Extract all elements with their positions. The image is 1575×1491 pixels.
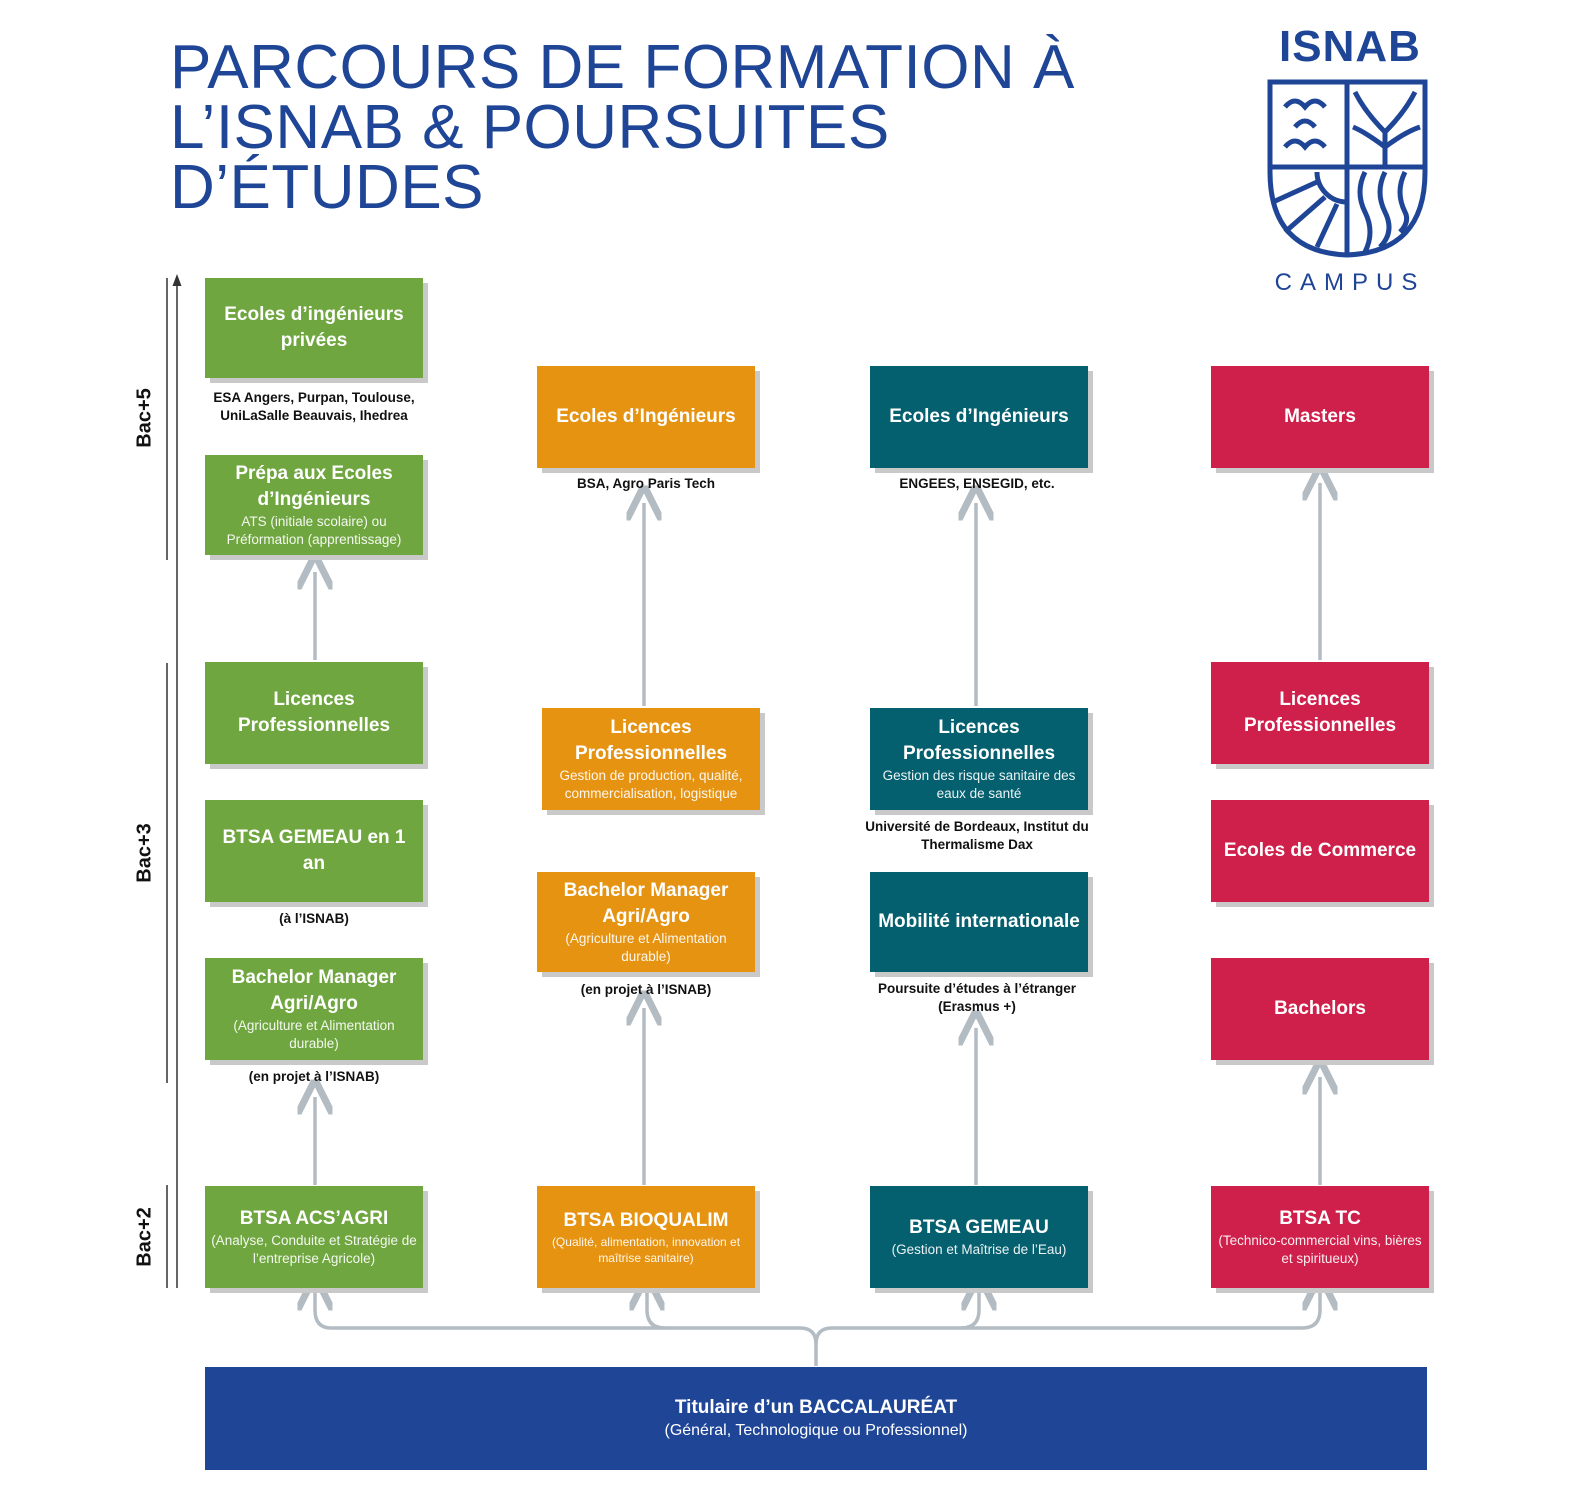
box-btsa-gemeau-1an: BTSA GEMEAU en 1 an xyxy=(205,800,423,902)
isnab-logo: ISNAB CAMPUS xyxy=(1255,22,1445,297)
box-licences-pro-4: Licences Professionnelles xyxy=(1211,662,1429,764)
box-ecoles-de-commerce: Ecoles de Commerce xyxy=(1211,800,1429,902)
axis-label-bac2: Bac+2 xyxy=(133,1207,156,1267)
caption: (en projet à l’ISNAB) xyxy=(248,1069,380,1084)
shield-icon xyxy=(1267,79,1428,258)
box-btsa-tc: BTSA TC(Technico-commercial vins, bières… xyxy=(1211,1186,1429,1288)
box-licences-pro-1: Licences Professionnelles xyxy=(205,662,423,764)
caption: Poursuite d’études à l’étranger (Erasmus… xyxy=(877,981,1077,1014)
box-bachelor-2: Bachelor Manager Agri/Agro(Agriculture e… xyxy=(537,872,755,972)
box-ecoles-ingenieurs-2: Ecoles d’Ingénieurs xyxy=(537,366,755,468)
box-ecoles-ingenieurs-privees: Ecoles d’ingénieurs privées xyxy=(205,278,423,378)
arrow xyxy=(814,1293,979,1345)
box-masters: Masters xyxy=(1211,366,1429,468)
box-bachelor-1: Bachelor Manager Agri/Agro(Agriculture e… xyxy=(205,958,423,1060)
axis-label-bac5: Bac+5 xyxy=(133,388,156,448)
box-btsa-acs-agri: BTSA ACS’AGRI(Analyse, Conduite et Strat… xyxy=(205,1186,423,1288)
caption: ENGEES, ENSEGID, etc. xyxy=(899,476,1055,491)
arrow xyxy=(647,1293,818,1366)
box-mobilite-internationale: Mobilité internationale xyxy=(870,872,1088,972)
box-bachelors: Bachelors xyxy=(1211,958,1429,1060)
caption: ESA Angers, Purpan, Toulouse, UniLaSalle… xyxy=(213,390,415,423)
axis-label-bac3: Bac+3 xyxy=(133,823,156,883)
caption: BSA, Agro Paris Tech xyxy=(576,476,716,491)
arrow xyxy=(961,1293,1320,1330)
page-title: PARCOURS DE FORMATION À L’ISNAB & POURSU… xyxy=(170,33,1075,222)
caption: Université de Bordeaux, Institut du Ther… xyxy=(865,819,1089,852)
arrow xyxy=(315,1293,665,1330)
level-axis xyxy=(166,274,182,1288)
box-btsa-gemeau: BTSA GEMEAU(Gestion et Maîtrise de l’Eau… xyxy=(870,1186,1088,1288)
caption: (à l’ISNAB) xyxy=(279,911,349,926)
box-baccalaureat: Titulaire d’un BACCALAURÉAT (Général, Te… xyxy=(205,1367,1427,1470)
caption: (en projet à l’ISNAB) xyxy=(580,982,712,997)
box-ecoles-ingenieurs-3: Ecoles d’Ingénieurs xyxy=(870,366,1088,468)
box-btsa-bioqualim: BTSA BIOQUALIM(Qualité, alimentation, in… xyxy=(537,1186,755,1288)
